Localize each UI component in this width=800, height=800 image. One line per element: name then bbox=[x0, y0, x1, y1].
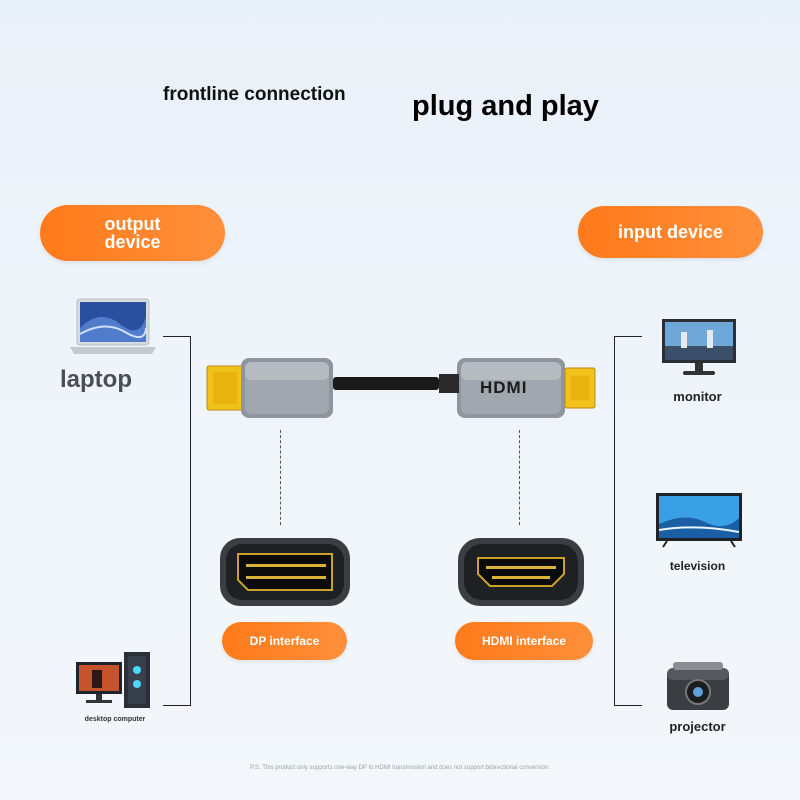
input-device-label: input device bbox=[617, 221, 724, 242]
hdmi-interface-badge: HDMI interface bbox=[455, 622, 593, 660]
dp-interface-label: DP interface bbox=[249, 634, 320, 648]
television-icon bbox=[656, 493, 742, 548]
dp-to-hdmi-cable bbox=[206, 358, 596, 418]
input-device-badge: input device bbox=[578, 206, 763, 258]
desktop-computer-label: desktop computer bbox=[84, 716, 146, 723]
dp-port-icon bbox=[220, 538, 350, 606]
desktop-computer-icon bbox=[76, 652, 150, 708]
dp-dashed-connector bbox=[280, 430, 281, 525]
laptop-label: laptop bbox=[60, 366, 132, 393]
projector-icon bbox=[667, 662, 729, 710]
hdmi-logo: HDMI bbox=[480, 378, 528, 397]
laptop-icon bbox=[70, 298, 156, 354]
hdmi-dashed-connector bbox=[519, 430, 520, 525]
output-device-label: output device bbox=[104, 214, 161, 252]
footnote: P.S. This product only supports one-way … bbox=[250, 765, 550, 771]
dp-interface-badge: DP interface bbox=[222, 622, 347, 660]
output-bracket bbox=[163, 336, 191, 706]
output-device-badge: output device bbox=[40, 205, 225, 261]
projector-label: projector bbox=[669, 719, 726, 734]
monitor-label: monitor bbox=[673, 389, 722, 404]
input-bracket bbox=[614, 336, 642, 706]
frontline-connection-title: frontline connection bbox=[163, 84, 346, 105]
television-label: television bbox=[669, 559, 726, 573]
plug-and-play-title: plug and play bbox=[412, 90, 599, 122]
monitor-icon bbox=[662, 319, 736, 375]
hdmi-interface-label: HDMI interface bbox=[481, 634, 567, 648]
hdmi-port-icon bbox=[458, 538, 584, 606]
